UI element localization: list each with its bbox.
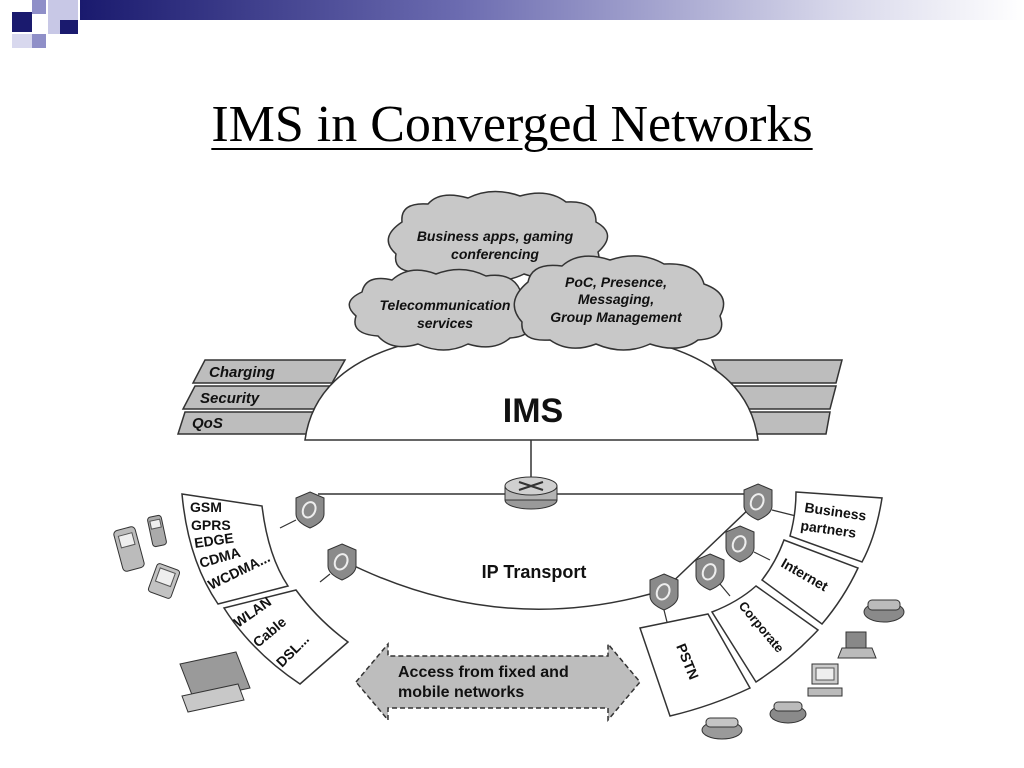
- gateway-shield-icon: [327, 543, 357, 581]
- security-label: Security: [200, 390, 260, 407]
- gateway-shield-icon: [725, 525, 755, 563]
- business-partners-line2: partners: [800, 517, 858, 541]
- cloud-telecom-line2: services: [417, 315, 473, 331]
- cloud-poc-line3: Group Management: [550, 309, 683, 325]
- gateway-shield-icon: [295, 491, 325, 529]
- gateway-shield-icon: [743, 483, 773, 521]
- link-line: [771, 509, 797, 517]
- access-business-partners: Business partners: [789, 491, 883, 563]
- cloud-poc-presence: PoC, Presence, Messaging, Group Manageme…: [513, 255, 725, 351]
- decor-square-6: [60, 20, 78, 34]
- mobile-phone-icon: [147, 514, 167, 548]
- cloud-poc-line1: PoC, Presence,: [565, 274, 667, 290]
- access-arrow: Access from fixed and mobile networks: [355, 641, 641, 723]
- arrow-label-line2: mobile networks: [398, 684, 524, 701]
- cloud-business-line1: Business apps, gaming: [417, 228, 574, 244]
- decor-square-5: [12, 34, 32, 48]
- cloud-business-line2: conferencing: [451, 246, 539, 262]
- charging-label: Charging: [209, 364, 275, 381]
- desk-phone-icon: [701, 717, 743, 740]
- laptop-icon: [837, 631, 877, 659]
- decor-square-1: [12, 12, 32, 32]
- pda-icon: [147, 563, 181, 599]
- access-corporate: Corporate: [710, 585, 820, 684]
- access-mobile-item: GSM: [190, 499, 222, 515]
- cloud-business-apps: Business apps, gaming conferencing: [387, 190, 609, 282]
- transport-arc: [341, 559, 665, 610]
- arrow-label-line1: Access from fixed and: [398, 664, 569, 681]
- cloud-telecom-services: Telecommunication services: [348, 268, 535, 351]
- slide-title: IMS in Converged Networks: [0, 95, 1024, 154]
- decor-square-4: [32, 34, 46, 48]
- ims-label: IMS: [503, 392, 563, 430]
- access-mobile-item: GPRS: [191, 517, 231, 533]
- router-icon: [504, 476, 558, 510]
- access-mobile-item: EDGE: [193, 530, 235, 551]
- laptop-icon: [179, 651, 251, 713]
- slide-title-text: IMS in Converged Networks: [211, 96, 813, 153]
- access-mobile-segment: GSM GPRS EDGE CDMA WCDMA...: [181, 493, 290, 605]
- desk-phone-icon: [769, 701, 807, 724]
- link-line: [279, 519, 297, 529]
- link-line: [719, 583, 731, 597]
- ip-transport-label: IP Transport: [482, 562, 587, 582]
- desktop-computer-icon: [807, 663, 843, 697]
- transport-arc-right: [663, 505, 753, 591]
- cloud-telecom-line1: Telecommunication: [380, 297, 511, 313]
- desk-phone-icon: [863, 599, 905, 623]
- link-line: [319, 573, 331, 583]
- access-pstn: PSTN: [639, 613, 752, 717]
- service-bars: Charging Security QoS: [176, 359, 843, 435]
- access-internet: Internet: [760, 539, 860, 626]
- cloud-poc-line2: Messaging,: [578, 291, 654, 307]
- qos-label: QoS: [192, 415, 223, 432]
- link-line: [753, 551, 771, 561]
- decor-square-2: [32, 0, 46, 14]
- gateway-shield-icon: [649, 573, 679, 611]
- charging-bar-right: [710, 359, 843, 384]
- mobile-phone-icon: [113, 526, 145, 572]
- decor-gradient-bar: [80, 0, 1024, 20]
